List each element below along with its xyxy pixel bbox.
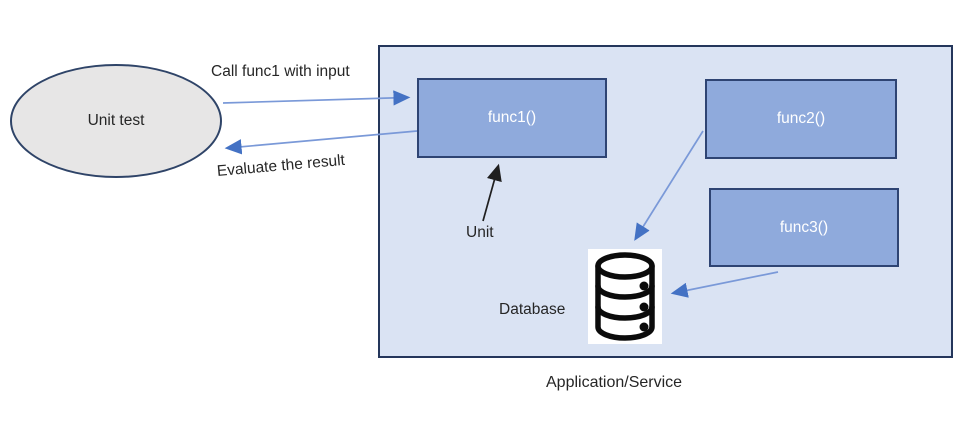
func2-box: func2() bbox=[705, 79, 897, 159]
application-service-caption: Application/Service bbox=[546, 374, 683, 391]
unit-annotation: Unit bbox=[466, 224, 494, 241]
unit-test-label: Unit test bbox=[87, 112, 145, 129]
func3-box: func3() bbox=[709, 188, 899, 267]
func3-label: func3() bbox=[779, 218, 829, 236]
unit-test-ellipse: Unit test bbox=[10, 64, 222, 178]
database-annotation: Database bbox=[499, 301, 566, 318]
database-icon bbox=[588, 249, 662, 344]
func1-label: func1() bbox=[487, 109, 537, 126]
func2-label: func2() bbox=[776, 110, 826, 127]
func1-box: func1() bbox=[417, 78, 607, 158]
evaluate-annotation: Evaluate the result bbox=[216, 151, 346, 180]
call-annotation: Call func1 with input bbox=[211, 63, 350, 80]
